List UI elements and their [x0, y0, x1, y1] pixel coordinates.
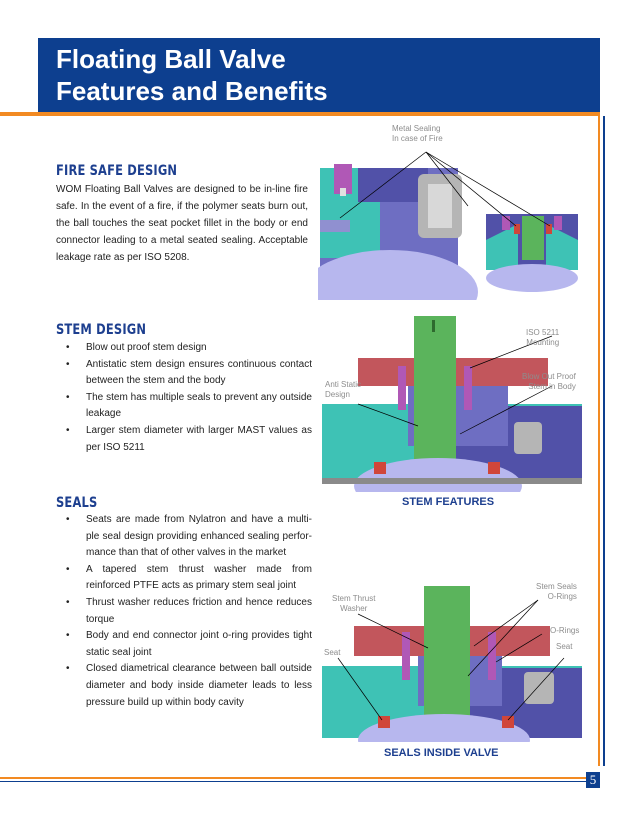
- footer-rule-blue: [0, 781, 600, 782]
- page-number: 5: [586, 772, 600, 788]
- seat-left-label: Seat: [324, 648, 341, 657]
- side-rule-blue: [603, 116, 605, 766]
- stem-bullets: Blow out proof stem design Antistatic st…: [56, 340, 312, 456]
- metal-sealing-label-text: Metal Sealing In case of Fire: [392, 124, 443, 143]
- stem-thrust-washer-label: Stem Thrust Washer: [332, 594, 376, 613]
- anti-static-label: Anti Static Design: [325, 380, 362, 399]
- metal-sealing-label: Metal Sealing In case of Fire: [392, 124, 443, 144]
- seals-figure: [322, 586, 582, 742]
- page-title-line-1: Floating Ball Valve: [56, 44, 286, 74]
- list-item: The stem has multiple seals to prevent a…: [56, 390, 312, 423]
- seals-bullets: Seats are made from Nylatron and have a …: [56, 512, 312, 711]
- list-item: Closed diametrical clearance between bal…: [56, 661, 312, 711]
- list-item: Thrust washer reduces friction and hence…: [56, 595, 312, 628]
- stem-design-heading: STEM DESIGN: [56, 322, 147, 338]
- fire-safe-heading: FIRE SAFE DESIGN: [56, 163, 178, 179]
- footer-rule-orange: [0, 777, 600, 779]
- seals-heading: SEALS: [56, 495, 98, 511]
- header-rule: [0, 112, 600, 116]
- page-title-line-2: Features and Benefits: [56, 76, 328, 106]
- title-banner: Floating Ball Valve Features and Benefit…: [38, 38, 600, 112]
- side-rule-orange: [598, 116, 600, 766]
- list-item: Antistatic stem design ensures continuou…: [56, 357, 312, 390]
- list-item: Larger stem diameter with larger MAST va…: [56, 423, 312, 456]
- list-item: A tapered stem thrust washer made from r…: [56, 562, 312, 595]
- iso-mounting-label: ISO 5211 Mounting: [526, 328, 560, 347]
- seals-caption: SEALS INSIDE VALVE: [384, 747, 499, 759]
- list-item: Body and end connector joint o-ring prov…: [56, 628, 312, 661]
- list-item: Seats are made from Nylatron and have a …: [56, 512, 312, 562]
- blow-out-proof-label: Blow Out Proof Stem in Body: [522, 372, 576, 391]
- stem-seals-orings-label: Stem Seals O-Rings: [536, 582, 577, 601]
- list-item: Blow out proof stem design: [56, 340, 312, 357]
- fire-safe-figure: [318, 151, 578, 300]
- stem-features-caption: STEM FEATURES: [402, 496, 495, 508]
- orings-label: O-Rings: [550, 626, 580, 635]
- seat-right-label: Seat: [556, 642, 573, 651]
- fire-safe-text: WOM Floating Ball Valves are designed to…: [56, 184, 308, 263]
- stem-features-figure: [322, 316, 582, 492]
